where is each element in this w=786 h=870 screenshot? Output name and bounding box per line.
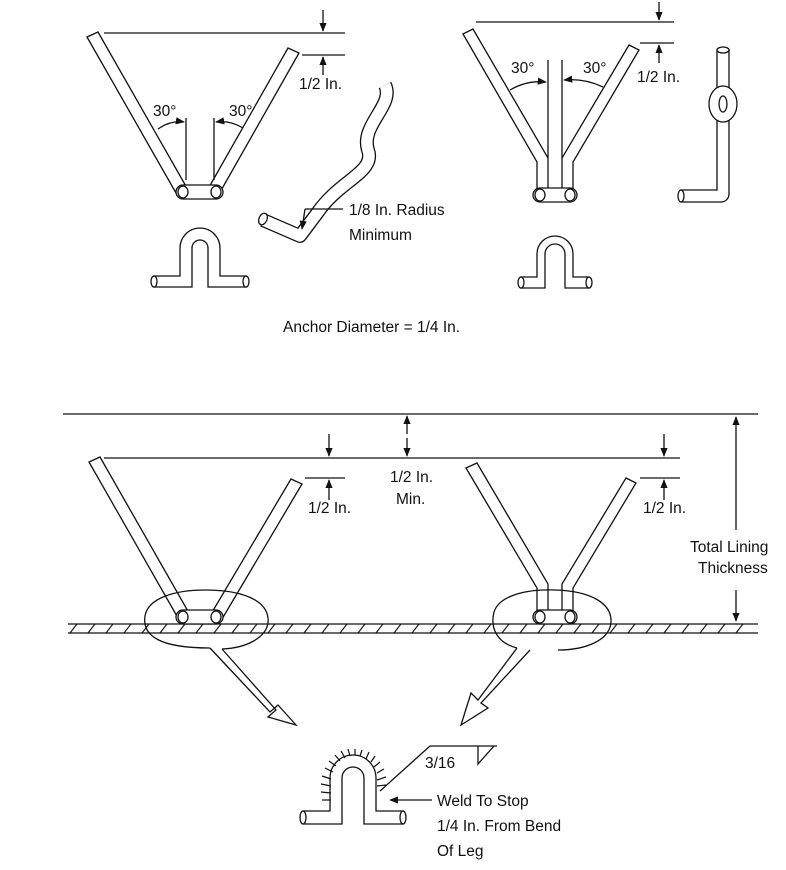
- angle-label-right: 30°: [229, 103, 252, 120]
- anchor-side-view: [680, 49, 730, 203]
- weld-note-line3: Of Leg: [437, 843, 484, 860]
- y-anchor-detail: 1/2 In. 30° 30°: [462, 2, 738, 289]
- anchor-end-view: [153, 227, 247, 288]
- radius-note: Minimum: [349, 227, 412, 244]
- min-clearance-label: 1/2 In.: [390, 469, 433, 486]
- angle-arc-left-icon: [157, 117, 185, 130]
- weld-note-line1: Weld To Stop: [437, 793, 529, 810]
- steel-plate: [68, 623, 758, 634]
- anchor-diameter-caption: Anchor Diameter = 1/4 In.: [283, 319, 460, 336]
- anchor-leg-left: [462, 28, 549, 196]
- radius-label: 1/8 In. Radius: [349, 202, 445, 219]
- anchor-side-view-loop: [708, 85, 738, 123]
- angle-arc-right-icon: [563, 75, 604, 88]
- radius-arrow-icon: [299, 208, 307, 230]
- weld-size-label: 3/16: [425, 755, 455, 772]
- angle-label-left: 30°: [511, 60, 534, 77]
- installed-y-anchor-right-leg: [561, 477, 637, 619]
- v-anchor-detail: 1/2 In. 30° 30° 1/8 In. Radius Minimum: [86, 10, 445, 288]
- dimension-label-left: 1/2 In.: [308, 500, 351, 517]
- detail-callout-ellipse-left: [144, 589, 269, 650]
- installed-v-anchor-right-leg: [210, 478, 303, 620]
- anchor-end-view: [520, 235, 590, 289]
- angle-arc-left-icon: [509, 77, 547, 91]
- total-lining-label: Total Lining: [690, 539, 768, 556]
- fillet-weld-symbol-icon: [477, 745, 495, 766]
- detail-callout-arrow-left-icon: [209, 647, 298, 727]
- weld-symbol-leader-line: [379, 745, 431, 792]
- min-clearance-note: Min.: [396, 491, 425, 508]
- weld-note-line2: 1/4 In. From Bend: [437, 818, 561, 835]
- angle-label-left: 30°: [153, 103, 176, 120]
- dimension-label-right: 1/2 In.: [643, 500, 686, 517]
- installed-anchors-detail: 1/2 In. 1/2 In. 1/2 In. Min. Total Linin…: [63, 413, 768, 727]
- dimension-label: 1/2 In.: [299, 76, 342, 93]
- detail-callout-arrow-right-icon: [459, 647, 531, 727]
- installed-y-anchor-left-leg: [465, 462, 549, 619]
- welded-anchor-end-view: [302, 754, 404, 825]
- weld-detail: 3/16 Weld To Stop 1/4 In. From Bend Of L…: [299, 745, 561, 860]
- total-lining-note: Thickness: [698, 560, 768, 577]
- dimension-label: 1/2 In.: [637, 69, 680, 86]
- weld-bead-marks: [320, 748, 387, 801]
- angle-label-right: 30°: [583, 60, 606, 77]
- detail-callout-ellipse-right: [492, 589, 612, 651]
- angle-arc-right-icon: [215, 117, 244, 129]
